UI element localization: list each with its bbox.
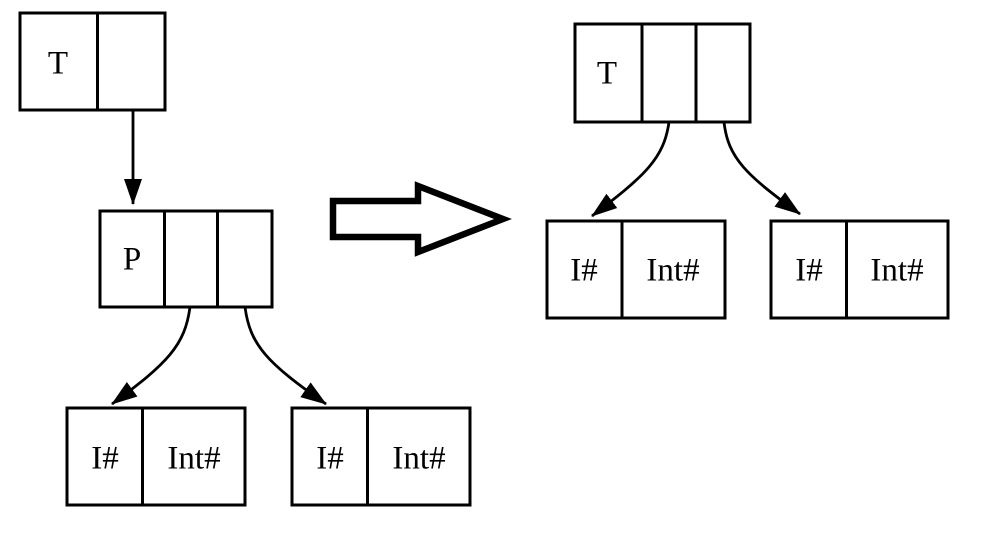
before-right-leaf-node: I# Int# xyxy=(290,406,472,507)
after-root-node: T xyxy=(573,22,752,124)
pointer-pair-to-right-leaf xyxy=(243,306,327,406)
after-root-box xyxy=(573,22,752,124)
before-pair-box xyxy=(98,209,274,309)
before-left-leaf-box xyxy=(65,406,247,507)
pointer-root-to-right-leaf xyxy=(722,121,801,216)
after-right-leaf-value: Int# xyxy=(870,253,923,289)
after-root-label: T xyxy=(597,56,617,92)
pointer-pair-to-left-leaf xyxy=(111,306,192,406)
after-right-leaf-box xyxy=(769,219,950,320)
before-pair-label: P xyxy=(123,242,141,278)
after-right-leaf-type: I# xyxy=(795,253,823,289)
before-tree: T P I# Int# xyxy=(18,11,472,507)
after-tree: T I# Int# I# Int# xyxy=(545,22,950,320)
after-left-leaf-node: I# Int# xyxy=(545,219,727,320)
after-left-leaf-box xyxy=(545,219,727,320)
before-right-leaf-type: I# xyxy=(316,441,344,477)
before-left-leaf-value: Int# xyxy=(167,441,220,477)
transform-arrow-icon xyxy=(329,181,512,257)
after-left-leaf-value: Int# xyxy=(646,253,699,289)
before-root-label: T xyxy=(48,46,68,82)
before-left-leaf-node: I# Int# xyxy=(65,406,247,507)
before-root-box xyxy=(18,11,167,112)
before-left-leaf-type: I# xyxy=(91,441,119,477)
before-right-leaf-value: Int# xyxy=(392,441,445,477)
before-right-leaf-box xyxy=(290,406,472,507)
after-right-leaf-node: I# Int# xyxy=(769,219,950,320)
pointer-root-to-left-leaf xyxy=(591,121,671,218)
after-left-leaf-type: I# xyxy=(570,253,598,289)
before-pair-node: P xyxy=(98,209,274,309)
before-root-node: T xyxy=(18,11,167,112)
